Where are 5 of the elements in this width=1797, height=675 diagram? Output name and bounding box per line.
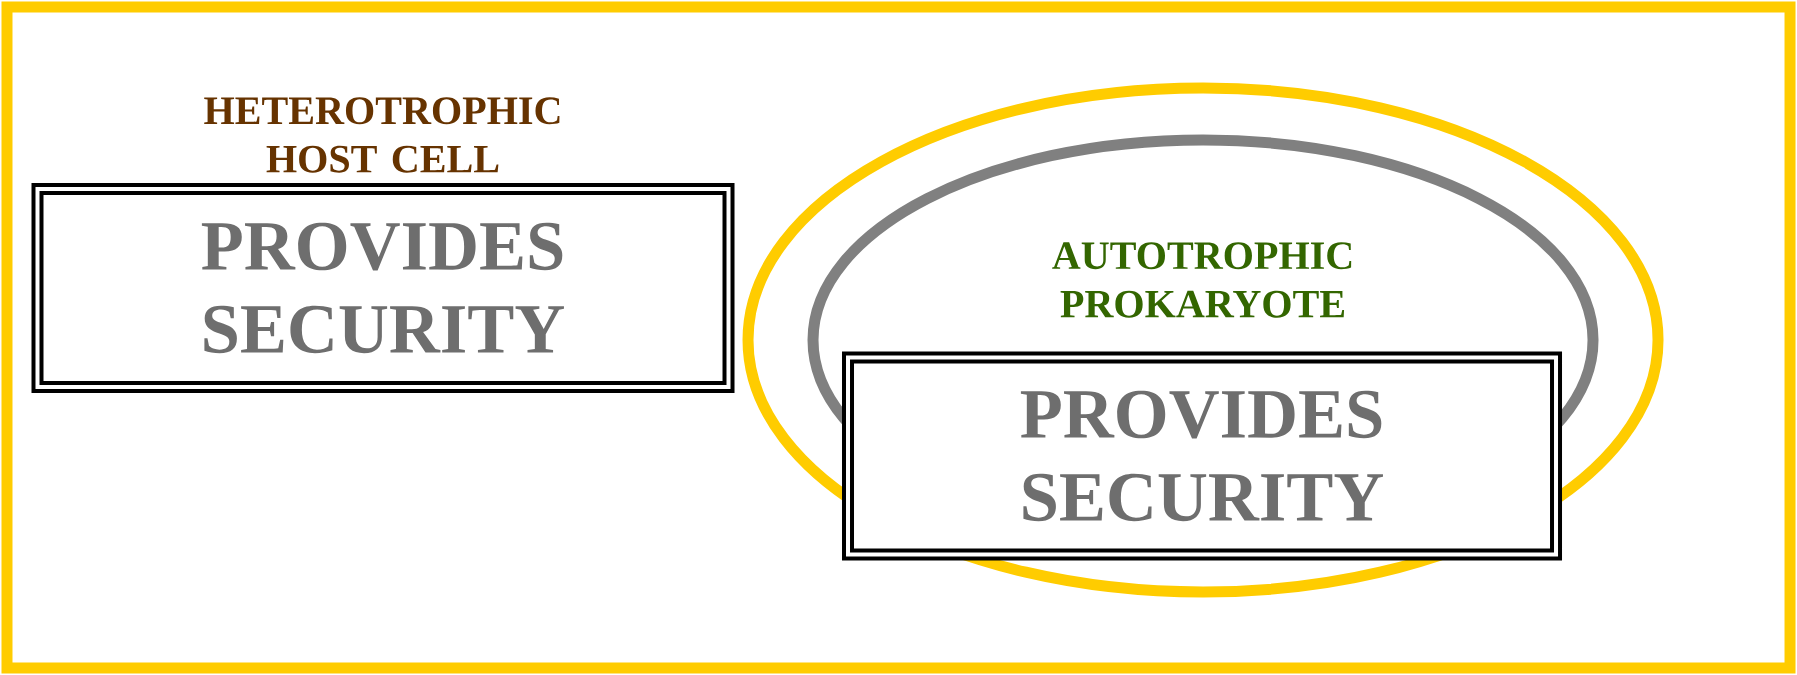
text-box: PROVIDES SECURITY — [31, 183, 735, 393]
membrane-ellipse — [742, 82, 1664, 598]
text-box: PROVIDES SECURITY — [842, 351, 1562, 561]
heading: AUTOTROPHIC PROKARYOTE — [1052, 242, 1352, 318]
heading: HETEROTROPHIC HOST CELL — [204, 97, 560, 173]
